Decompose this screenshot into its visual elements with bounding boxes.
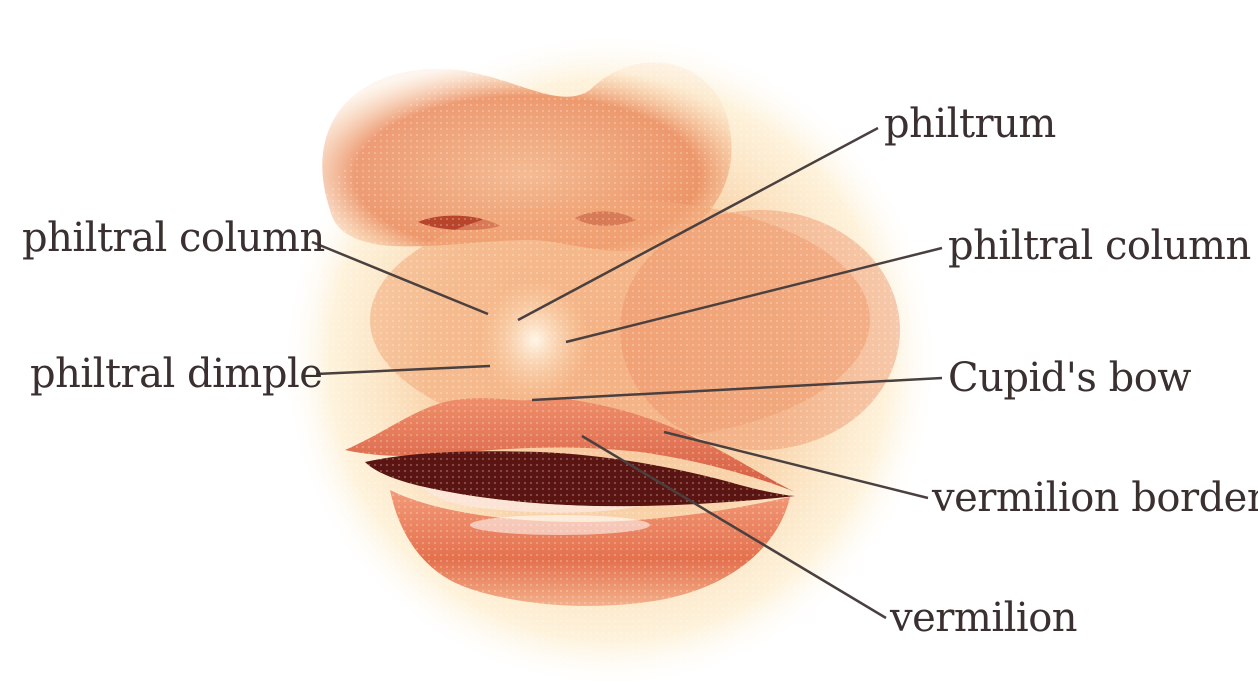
label-vermilion-border: vermilion border bbox=[932, 478, 1258, 518]
halftone-overlay bbox=[280, 40, 920, 680]
label-vermilion: vermilion bbox=[890, 598, 1077, 638]
label-cupids-bow: Cupid's bow bbox=[948, 358, 1191, 398]
label-philtrum: philtrum bbox=[884, 104, 1056, 144]
label-philtral-column-left: philtral column bbox=[22, 218, 325, 258]
label-philtral-dimple: philtral dimple bbox=[30, 354, 322, 394]
label-philtral-column-right: philtral column bbox=[948, 226, 1251, 266]
